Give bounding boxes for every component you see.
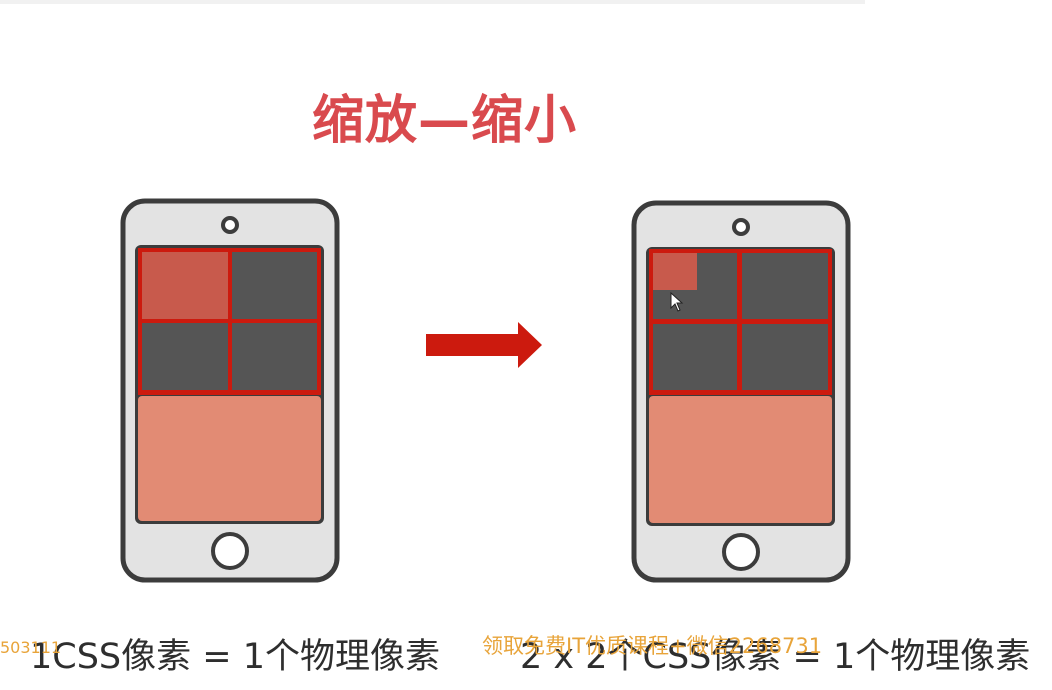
css-pixel-highlight	[653, 253, 697, 290]
watermark-left: 503111	[0, 638, 62, 657]
phone-left	[120, 198, 340, 583]
home-button	[722, 533, 760, 571]
home-button	[211, 532, 249, 570]
caption-right: 2 x 2个CSS像素 = 1个物理像素	[520, 637, 1031, 677]
watermark-right: 领取免费IT优质课程+微信2268731	[482, 634, 823, 658]
slide-title: 缩放—缩小	[312, 91, 578, 151]
top-strip	[0, 0, 865, 4]
grid-cell	[232, 323, 317, 390]
front-camera	[732, 218, 750, 236]
caption-left: 1CSS像素 = 1个物理像素	[30, 637, 440, 677]
grid-cell	[653, 324, 737, 390]
grid-cell	[742, 253, 828, 319]
grid-cell	[742, 324, 828, 390]
screen-lower	[649, 396, 832, 523]
grid-cell-highlight	[142, 252, 228, 319]
grid-cell	[142, 323, 228, 390]
phone-right	[631, 200, 851, 583]
front-camera	[221, 216, 239, 234]
mouse-cursor-icon	[670, 291, 684, 312]
screen-lower	[138, 396, 321, 521]
grid-cell	[232, 252, 317, 319]
right-arrow-icon	[426, 322, 542, 368]
